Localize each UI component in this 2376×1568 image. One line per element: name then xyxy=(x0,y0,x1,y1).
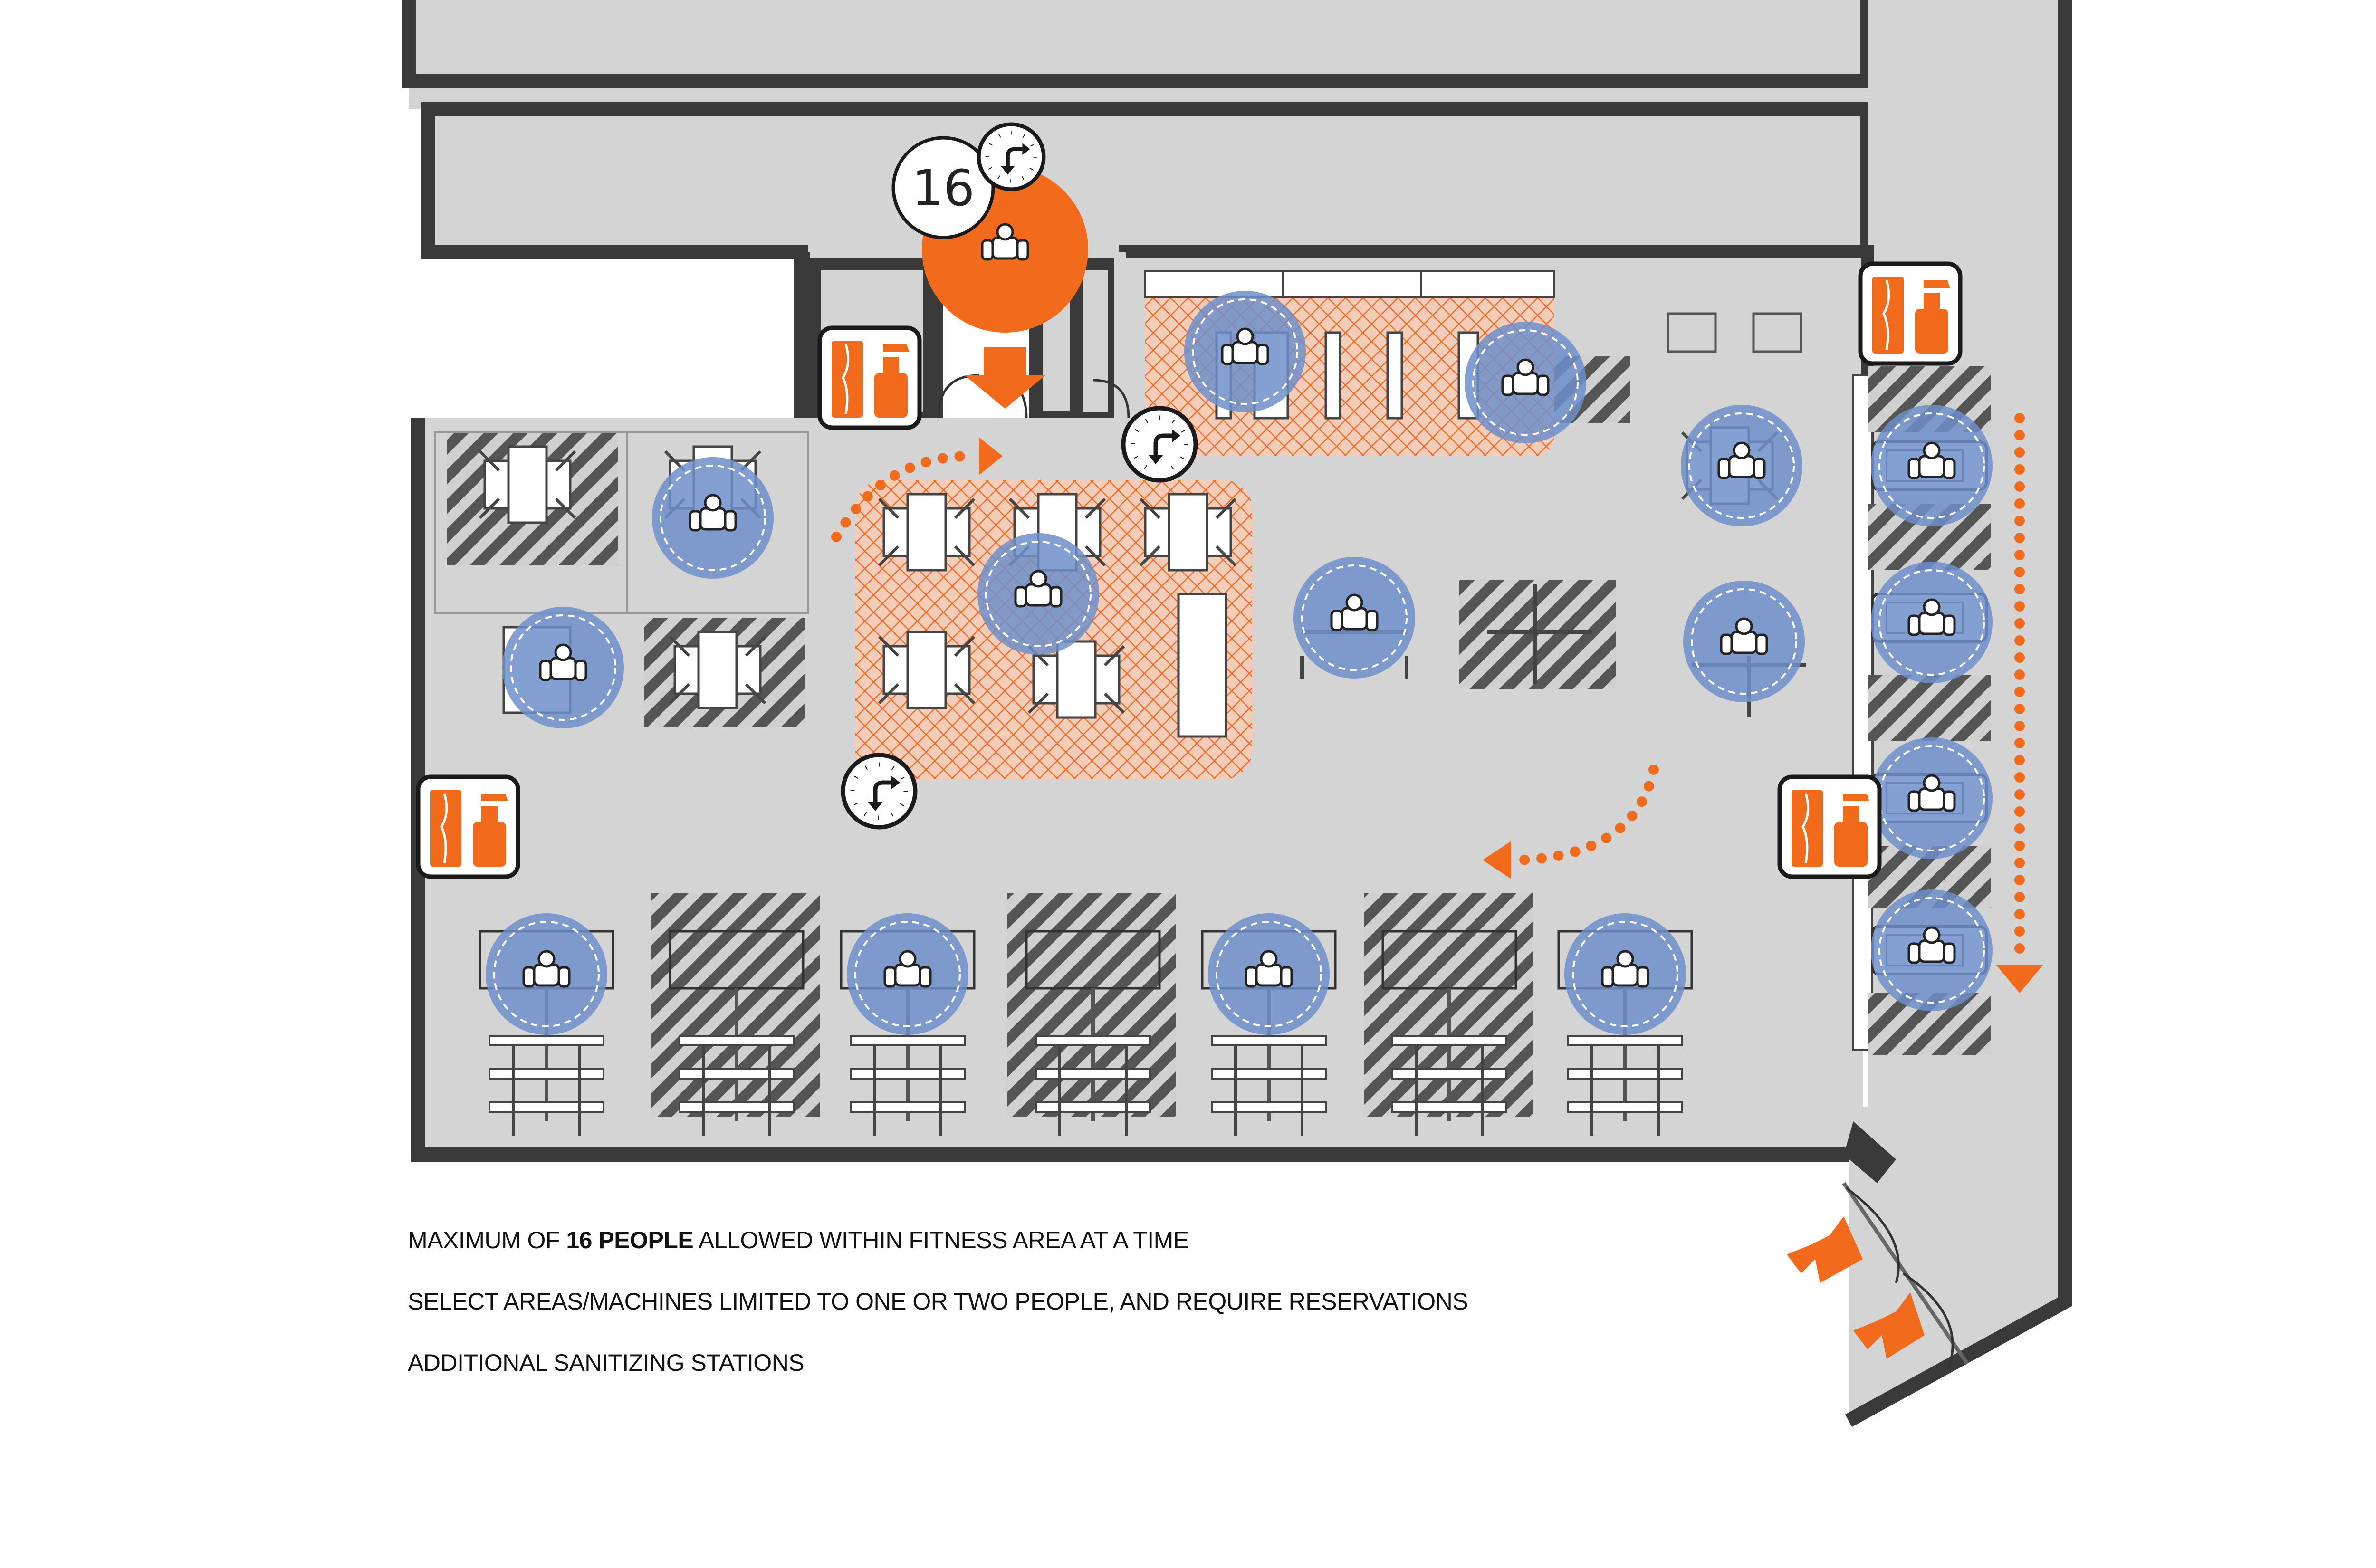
note-reservations: SELECT AREAS/MACHINES LIMITED TO ONE OR … xyxy=(408,1288,1468,1315)
north-rack xyxy=(1144,270,1555,298)
note-occupancy: MAXIMUM OF 16 PEOPLE ALLOWED WITHIN FITN… xyxy=(408,1227,1189,1253)
clock-icon xyxy=(843,755,915,827)
exit-arrows xyxy=(1787,1216,1925,1359)
sanitizing-station-icon xyxy=(1780,777,1879,877)
occupancy-count: 16 xyxy=(912,159,975,217)
note-occupancy-bold: 16 PEOPLE xyxy=(566,1227,694,1253)
circulation-arrows xyxy=(831,413,2043,993)
clock-icon xyxy=(979,124,1044,190)
sanitizing-station-icon xyxy=(1860,264,1960,363)
sanitizing-station-icon xyxy=(418,777,518,877)
clock-icon xyxy=(1123,408,1196,480)
sanitizing-station-icon xyxy=(820,328,920,428)
entry-counter: 16 xyxy=(891,124,1088,409)
exit-doors xyxy=(1842,1182,1969,1369)
legend-notes: MAXIMUM OF 16 PEOPLE ALLOWED WITHIN FITN… xyxy=(408,1226,1833,1410)
note-sanitizing: ADDITIONAL SANITIZING STATIONS xyxy=(408,1349,805,1376)
entry-arrow-icon xyxy=(965,347,1045,409)
